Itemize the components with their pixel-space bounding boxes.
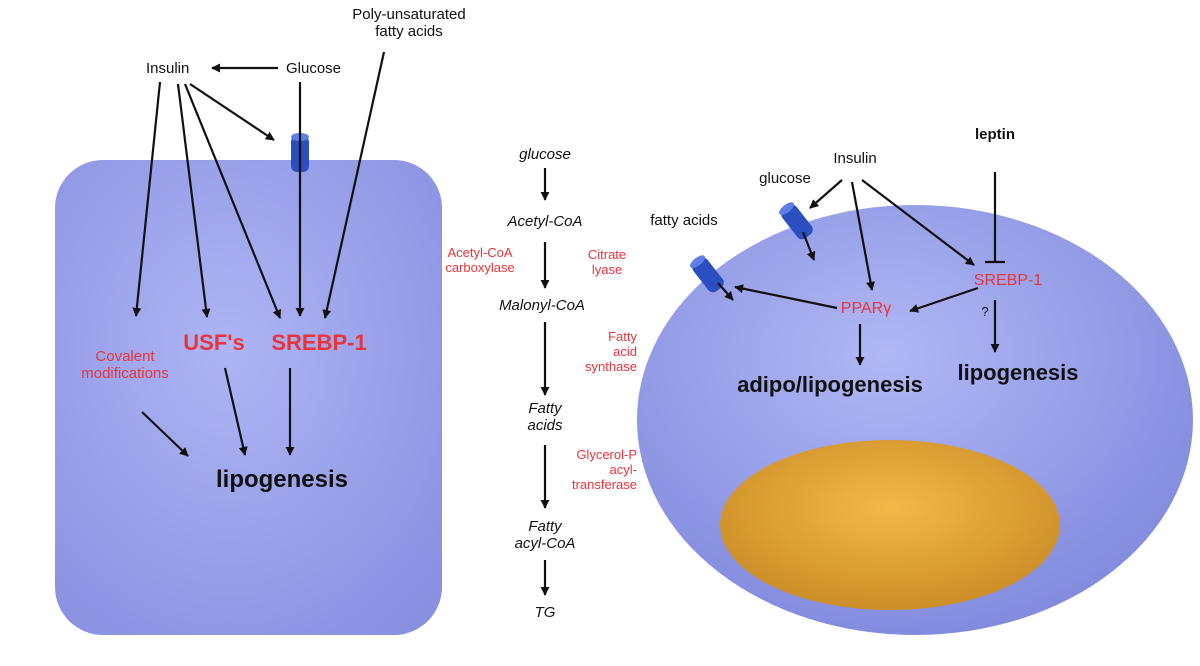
pathway-step-malonyl-coa: Malonyl-CoA <box>499 297 585 314</box>
adipo-lipogenesis-label: adipo/lipogenesis <box>737 372 923 397</box>
enzyme-citrate-lyase: Citrate lyase <box>587 247 627 277</box>
leptin-label: leptin <box>975 126 1015 143</box>
question-mark-label: ? <box>981 304 989 319</box>
enzyme-acetyl-coa-carboxylase: Acetyl-CoA carboxylase <box>445 245 515 275</box>
poly-unsaturated-fatty-acids-label: Poly-unsaturated fatty acids <box>352 6 466 41</box>
nucleus <box>720 440 1060 610</box>
lipogenesis-label-left: lipogenesis <box>215 466 349 493</box>
fatty-acids-label-right: fatty acids <box>650 212 718 229</box>
right-arrows <box>717 172 1005 366</box>
glucose-transporter-right <box>779 202 813 240</box>
insulin-label-right: Insulin <box>833 150 877 167</box>
enzyme-glycerol-p-acyltransferase: Glycerol-P acyl- transferase <box>571 447 637 492</box>
usfs-label: USF's <box>183 330 245 355</box>
left-arrows <box>132 51 386 457</box>
srebp1-label-right: SREBP-1 <box>973 272 1043 289</box>
pathway-step-glucose: glucose <box>519 146 571 163</box>
ppar-gamma-label: PPARγ <box>840 300 892 317</box>
fatty-acid-transporter <box>690 255 724 293</box>
left-cell <box>55 160 442 635</box>
pathway-step-fatty-acyl-coa: Fatty acyl-CoA <box>514 518 576 553</box>
pathway-step-acetyl-coa: Acetyl-CoA <box>507 213 583 230</box>
covalent-modifications-label: Covalent modifications <box>81 348 169 383</box>
pathway-step-fatty-acids: Fatty acids <box>527 400 563 435</box>
enzyme-fatty-acid-synthase: Fatty acid synthase <box>585 329 638 374</box>
pathway-step-tg: TG <box>534 604 556 621</box>
srebp1-label-left: SREBP-1 <box>271 330 367 355</box>
lipogenesis-label-right: lipogenesis <box>957 360 1079 385</box>
insulin-label-left: Insulin <box>146 60 190 77</box>
glucose-label-right: glucose <box>759 170 811 187</box>
glucose-label-left: Glucose <box>286 60 342 77</box>
